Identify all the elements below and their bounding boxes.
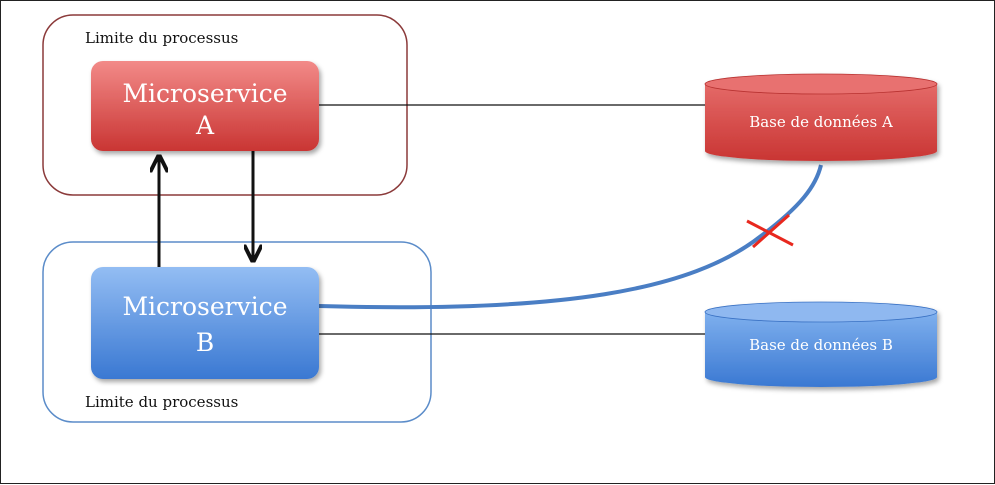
database-a[interactable]: Base de données A: [704, 73, 938, 161]
microservice-b[interactable]: Microservice B: [91, 267, 319, 379]
forbidden-cross-icon: [746, 213, 794, 249]
database-a-label: Base de données A: [749, 113, 893, 131]
microservice-b-title: Microservice: [122, 292, 287, 321]
microservice-a-title: Microservice: [122, 79, 287, 108]
microservice-a-letter: A: [195, 111, 215, 140]
microservice-b-letter: B: [196, 328, 214, 357]
microservice-a[interactable]: Microservice A: [91, 61, 319, 151]
process-boundary-a-label: Limite du processus: [85, 29, 238, 47]
database-b[interactable]: Base de données B: [704, 301, 938, 387]
forbidden-link-ms-b-to-db-a: [318, 164, 823, 310]
process-boundary-b-label: Limite du processus: [85, 393, 238, 411]
database-b-label: Base de données B: [749, 336, 893, 354]
